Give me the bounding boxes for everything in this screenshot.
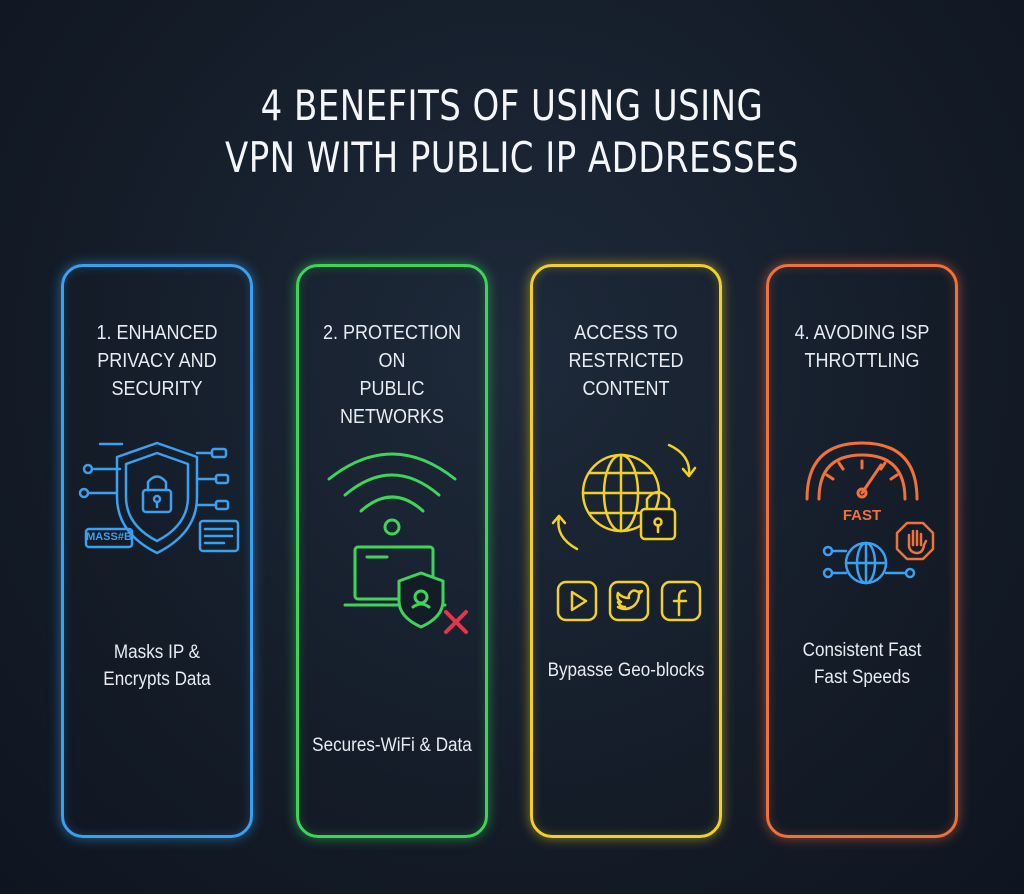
card-description: Secures-WiFi & Data — [312, 735, 472, 756]
card-title: 4. AVODING ISP THROTTLING — [794, 322, 930, 372]
card-public-networks: 2. PROTECTION ON PUBLIC NETWORKS Secures… — [296, 264, 488, 838]
twitter-icon — [607, 579, 651, 623]
page-title: 4 BENEFITS OF USING USING VPN WITH PUBLI… — [0, 80, 1024, 184]
card-privacy-security: 1. ENHANCED PRIVACY AND SECURITY MASS#B — [61, 264, 253, 838]
title-line-1: 4 BENEFITS OF USING USING — [260, 81, 764, 130]
card-description: Consistent Fast Fast Speeds — [802, 640, 922, 688]
stop-hand-icon — [895, 521, 935, 561]
wifi-laptop-icon — [299, 447, 485, 637]
card-description: Bypasse Geo-blocks — [547, 660, 705, 681]
network-globe-icon — [822, 541, 916, 585]
card-title: 1. ENHANCED PRIVACY AND SECURITY — [96, 322, 218, 400]
card-restricted-content: ACCESS TO RESTRICTED CONTENT — [530, 264, 722, 838]
icon-label: MASS#B — [86, 531, 132, 543]
facebook-icon — [659, 579, 703, 623]
speedometer-icon: FAST — [769, 435, 955, 585]
card-description: Masks IP & Encrypts Data — [103, 642, 211, 690]
icon-label: FAST — [842, 507, 882, 524]
shield-lock-icon: MASS#B — [64, 435, 250, 565]
youtube-icon — [555, 579, 599, 623]
card-isp-throttling: 4. AVODING ISP THROTTLING FAST Consisten… — [766, 264, 958, 838]
title-line-2: VPN WITH PUBLIC IP ADDRESSES — [225, 133, 799, 182]
social-icons-row — [533, 579, 719, 625]
card-title: 2. PROTECTION ON PUBLIC NETWORKS — [322, 322, 462, 428]
card-title: ACCESS TO RESTRICTED CONTENT — [568, 322, 684, 400]
error-x-icon — [444, 610, 468, 634]
globe-lock-icon — [533, 433, 719, 563]
